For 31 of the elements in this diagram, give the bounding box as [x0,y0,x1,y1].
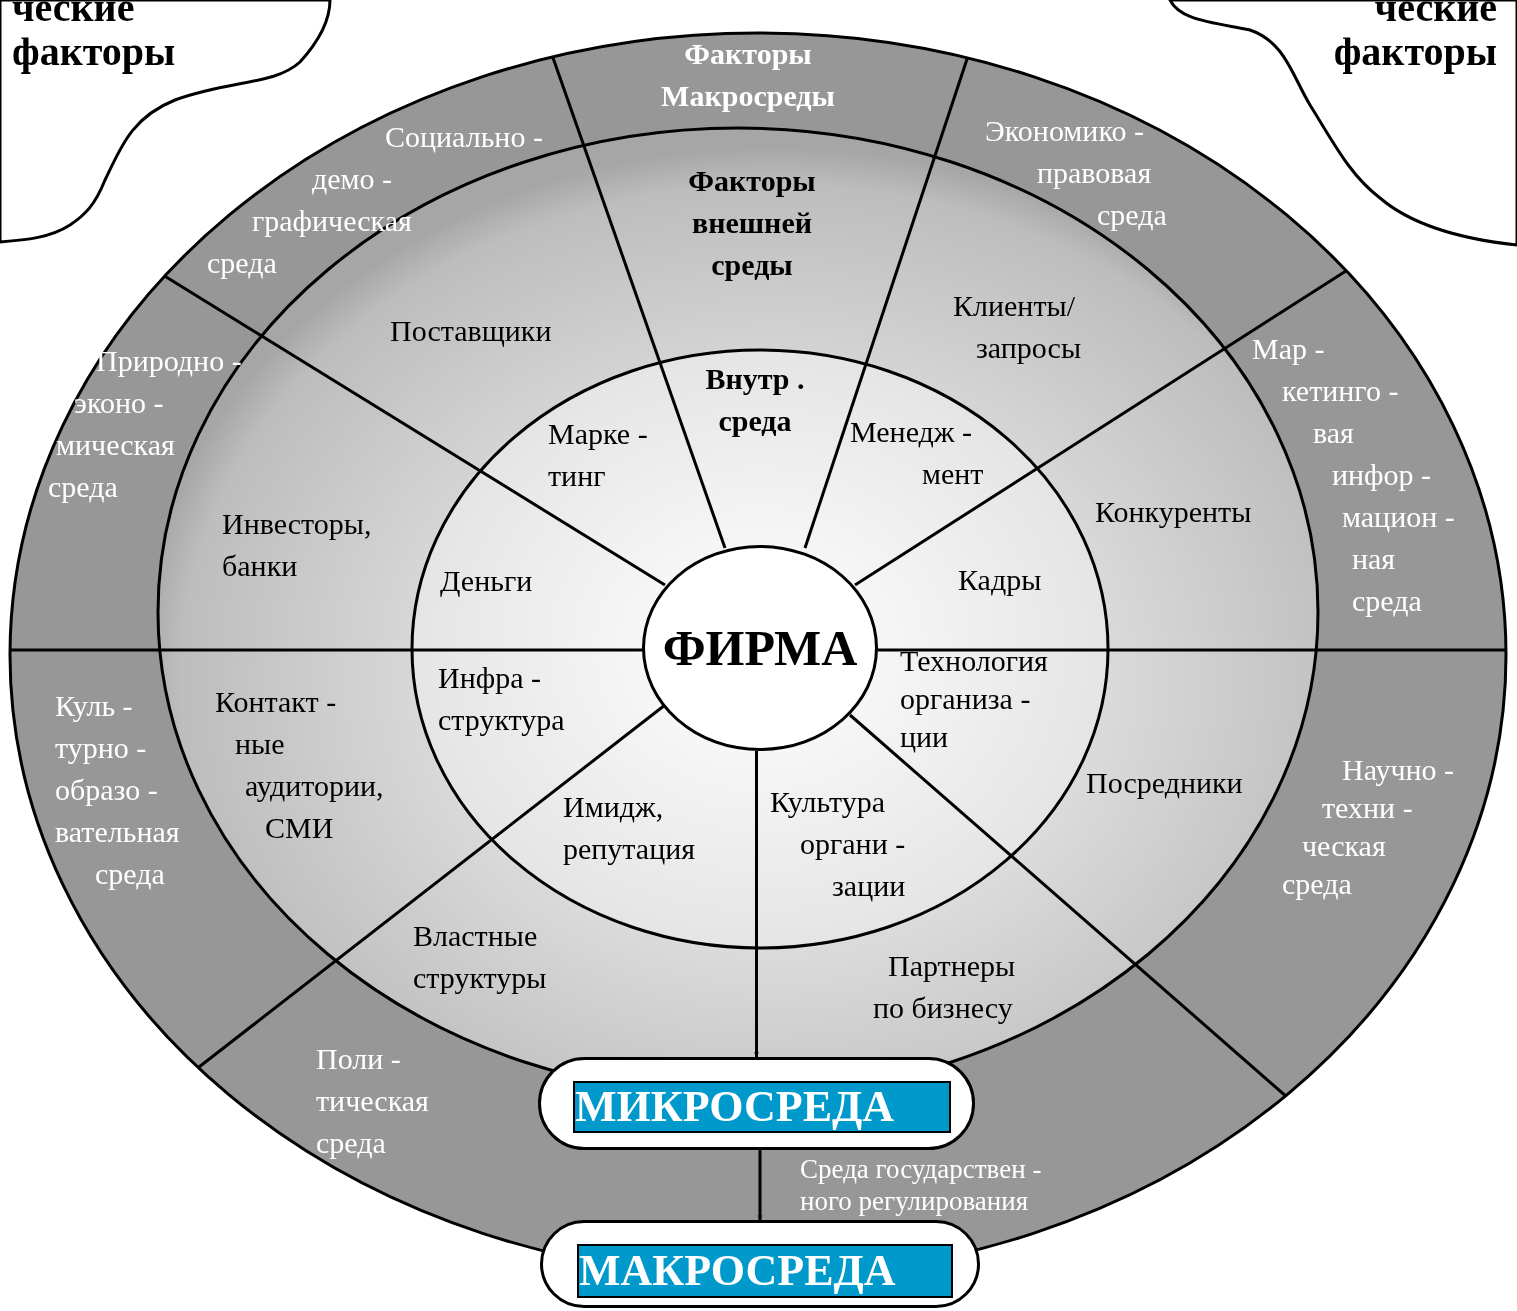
sector-label: Контакт - ные аудитории, СМИ [215,681,384,849]
sector-label: Конкуренты [1095,491,1252,533]
arrow [757,1150,763,1220]
sector-label: Поставщики [390,310,552,352]
title-banner: МАКРОСРЕДА [577,1244,953,1298]
sector-label: Научно - техни - ческая среда [1282,751,1455,903]
sector-label: Марке - тинг [548,413,648,497]
sector-label: Менедж - мент [850,411,984,495]
sector-label: Поли - тическая среда [316,1038,429,1164]
sector-label: Мар - кетинго - вая инфор - мацион - ная среда [1252,328,1455,622]
sector-label: Инвесторы, банки [222,503,372,587]
cloud-label: ческие факторы [1333,0,1497,74]
sector-label: Клиенты/ запросы [953,285,1082,369]
sector-label: Имидж, репутация [563,786,696,870]
sector-label: Экономико - правовая среда [985,110,1167,236]
sector-label: Посредники [1086,762,1243,804]
sector-label: Культура органи - зации [770,781,906,907]
arrow [754,751,759,1057]
ring-heading: Факторы внешней среды [688,160,816,286]
sector-label: Куль - турно - образо - вательная среда [55,685,180,895]
sector-label: Партнеры по бизнесу [873,945,1016,1029]
ring-heading: Факторы Макросреды [661,33,835,117]
sector-label: Деньги [440,560,533,602]
sector-label: Инфра - структура [438,657,565,741]
ring-heading: Внутр . среда [705,358,805,442]
title-banner: МИКРОСРЕДА [573,1081,951,1133]
sector-label: Властные структуры [413,915,547,999]
sector-label: Технология организа - ции [900,642,1048,756]
sector-label: Кадры [958,559,1042,601]
sector-label: Среда государствен - ного регулирования [800,1153,1042,1217]
cloud-label: ческие факторы [12,0,176,74]
